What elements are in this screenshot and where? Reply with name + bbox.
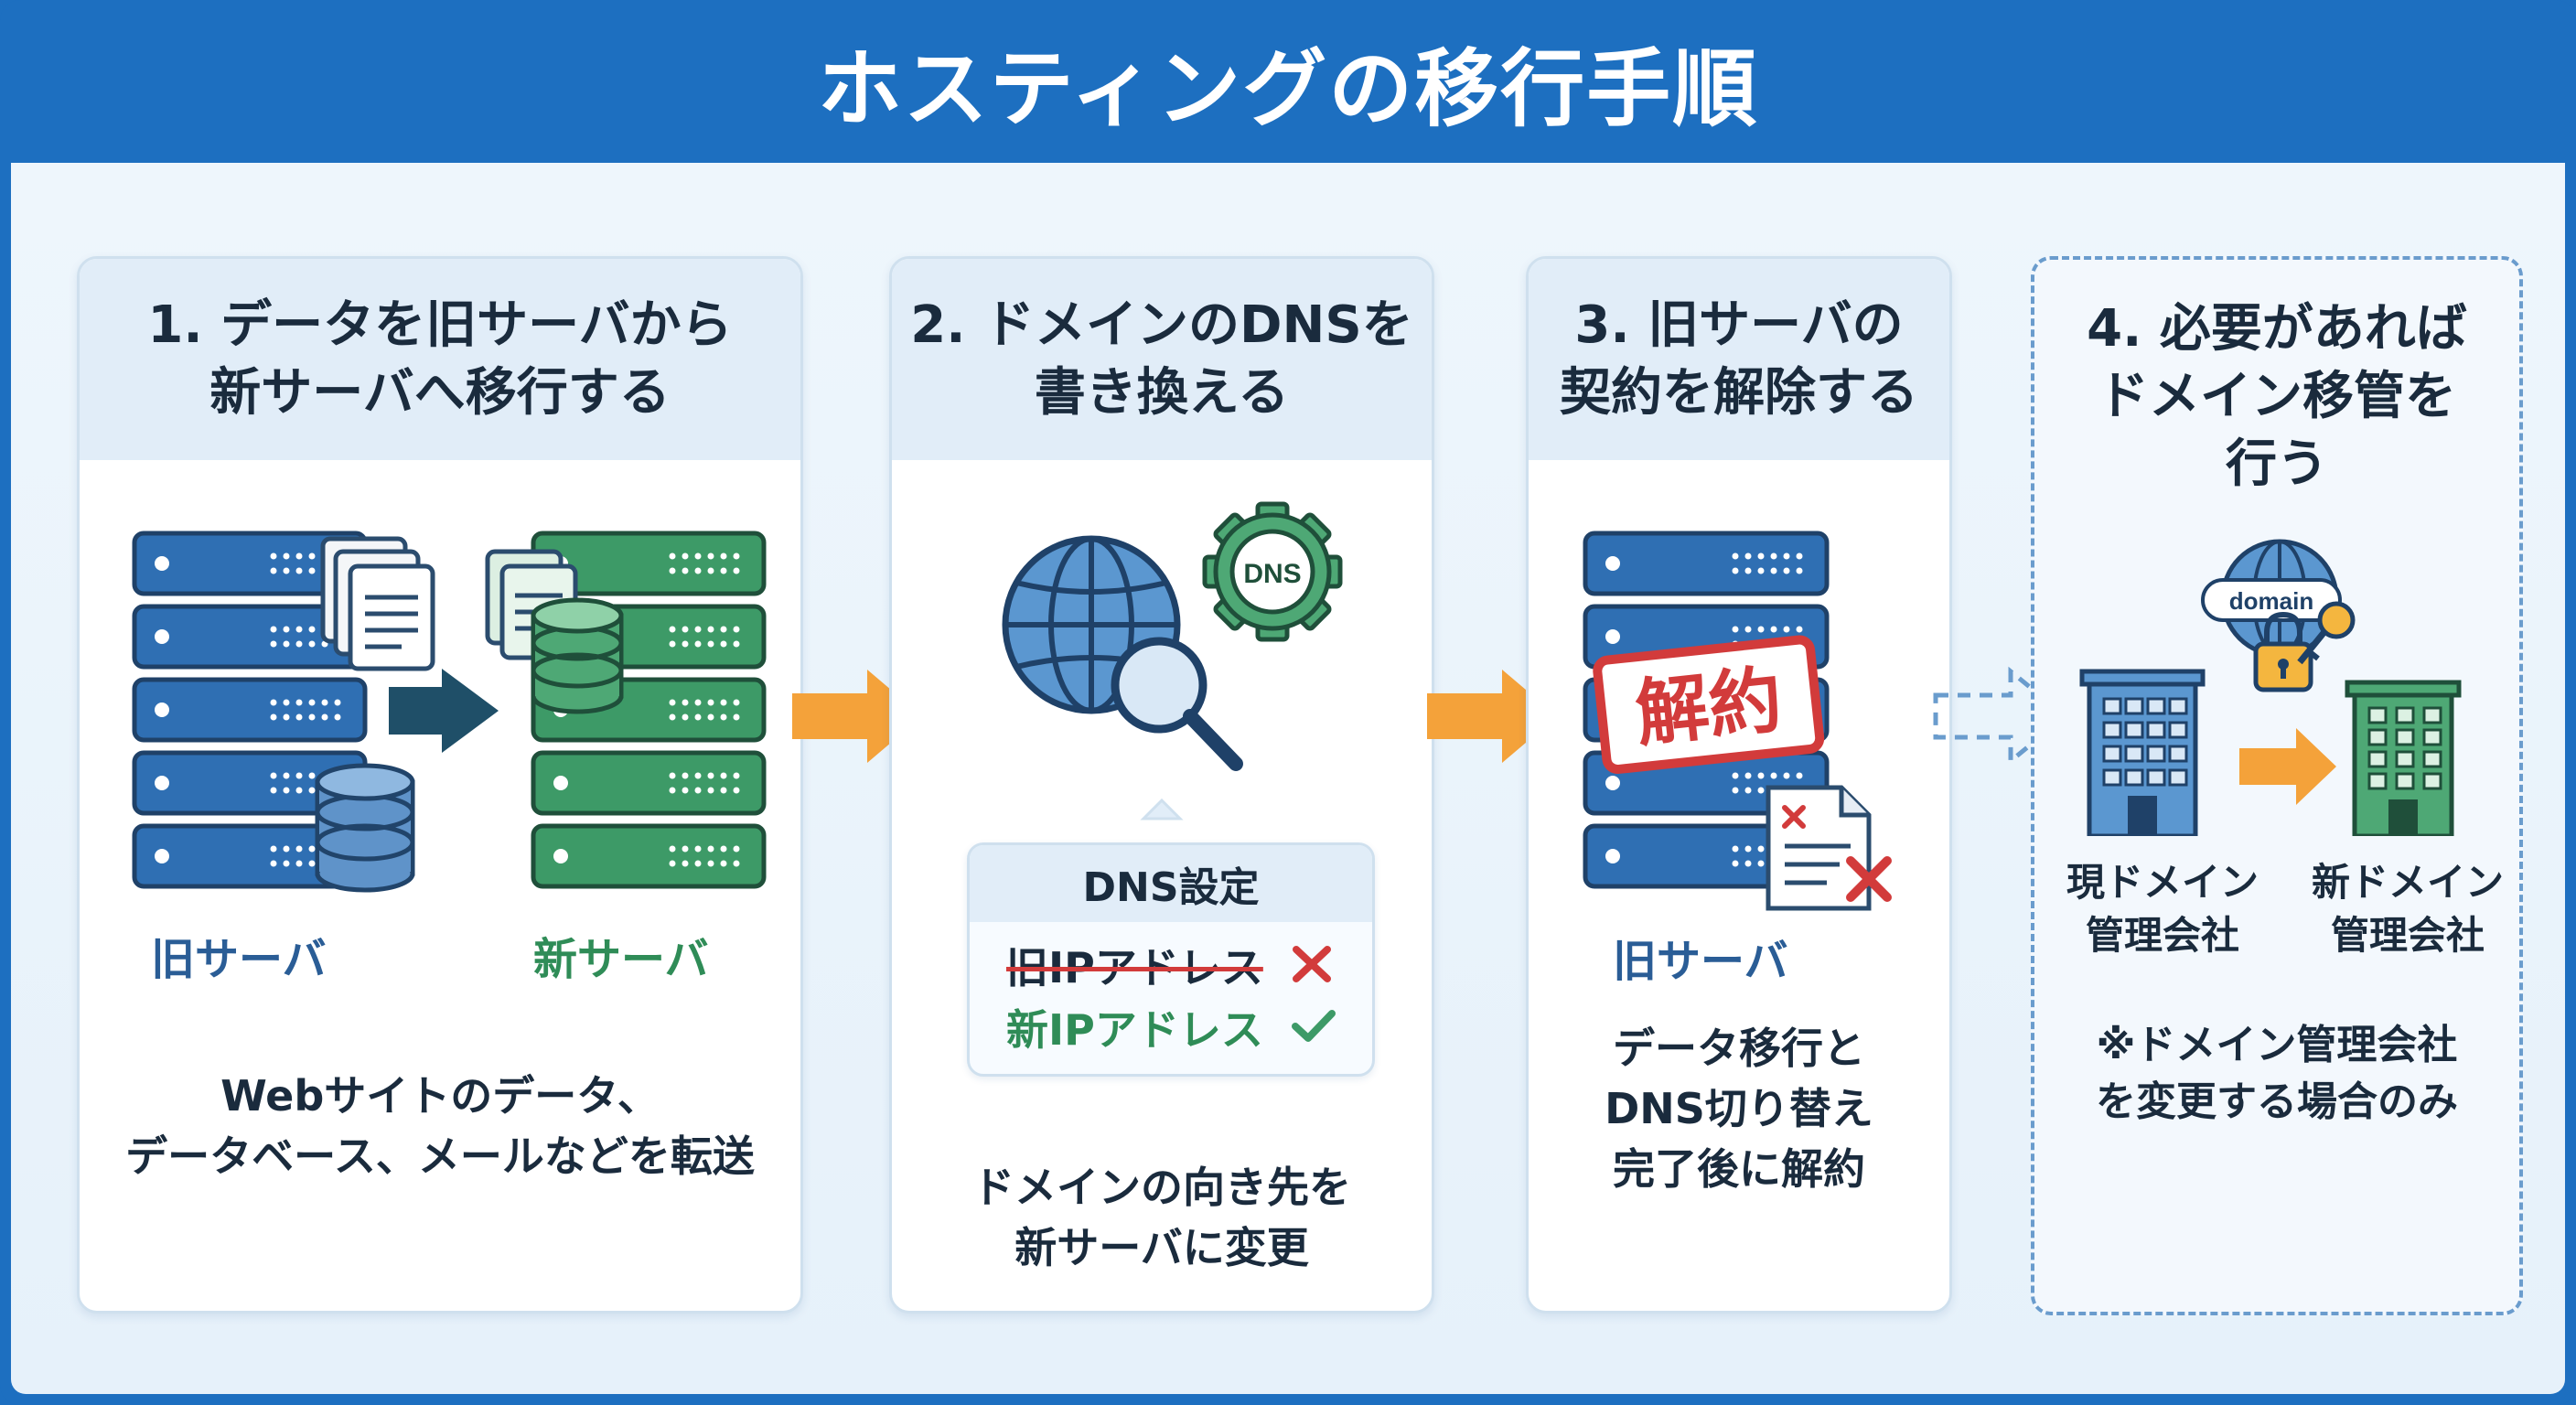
domain-tag-label: domain [2229, 587, 2313, 615]
new-registrar-line-1: 新ドメイン [2311, 860, 2504, 905]
dns-settings-title: DNS設定 [970, 845, 1372, 922]
new-ip-row: 新IPアドレス [1006, 997, 1336, 1057]
step-3-illustration: 解約 [1583, 531, 1892, 911]
step-2-title-line-1: 2. ドメインのDNSを [910, 295, 1413, 355]
current-registrar-line-2: 管理会社 [2085, 913, 2239, 958]
magnifier-icon [1111, 637, 1243, 771]
cancel-stamp-label: 解約 [1632, 657, 1787, 756]
new-registrar-building-icon [2345, 680, 2462, 836]
step-3-card: 3. 旧サーバの 契約を解除する 解約 [1526, 256, 1952, 1314]
lock-icon [2253, 611, 2313, 692]
step-4-card: 4. 必要があれば ドメイン移管を 行う domain [2031, 256, 2523, 1315]
new-server-rack-unit [531, 750, 767, 816]
dns-gear-label: DNS [1243, 559, 1301, 589]
step-2-desc-line-1: ドメインの向き先を [972, 1163, 1351, 1212]
new-server-rack-unit [531, 823, 767, 889]
step-4-title-line-2: ドメイン移管を [2097, 367, 2456, 426]
steps-canvas: 1. データを旧サーバから 新サーバへ移行する [11, 163, 2565, 1394]
step-3-title-line-2: 契約を解除する [1560, 363, 1918, 423]
step-1-title-line-1: 1. データを旧サーバから [147, 295, 733, 355]
new-ip-label: 新IPアドレス [1006, 1005, 1263, 1055]
new-server-label: 新サーバ [533, 934, 709, 985]
step-3-description: データ移行と DNS切り替え 完了後に解約 [1529, 1018, 1949, 1199]
step-3-header: 3. 旧サーバの 契約を解除する [1529, 259, 1949, 460]
step-2-header: 2. ドメインのDNSを 書き換える [892, 259, 1432, 460]
step-4-note-line-2: を変更する場合のみ [2096, 1078, 2458, 1125]
step-2-illustration: DNS [1002, 501, 1343, 820]
new-server-icon [531, 531, 767, 889]
step-1-header: 1. データを旧サーバから 新サーバへ移行する [80, 259, 800, 460]
cancel-x-icon [1846, 856, 1892, 902]
step-3-title: 3. 旧サーバの 契約を解除する [1560, 292, 1918, 427]
new-registrar-line-2: 管理会社 [2330, 913, 2485, 958]
dns-gear-icon: DNS [1202, 501, 1343, 642]
step-1-illustration [132, 531, 767, 893]
old-server-rack-unit [1583, 531, 1830, 596]
cancel-stamp: 解約 [1593, 635, 1825, 774]
step-4-note-line-1: ※ドメイン管理会社 [2096, 1022, 2458, 1068]
step-4-note: ※ドメイン管理会社 を変更する場合のみ [2034, 1017, 2519, 1131]
transfer-arrow-icon [2239, 728, 2336, 805]
documents-icon [320, 536, 435, 671]
step-3-title-line-1: 3. 旧サーバの [1574, 295, 1904, 355]
cross-icon [1291, 943, 1333, 992]
step-4-title: 4. 必要があれば ドメイン移管を 行う [2087, 295, 2467, 499]
step-1-title-line-2: 新サーバへ移行する [209, 363, 671, 423]
step-1-title: 1. データを旧サーバから 新サーバへ移行する [147, 292, 732, 427]
step-1-description: Webサイトのデータ、 データベース、メールなどを転送 [80, 1066, 800, 1186]
step-2-title-line-2: 書き換える [1034, 363, 1290, 423]
new-registrar-label: 新ドメイン 管理会社 [2289, 856, 2519, 962]
step-4-header: 4. 必要があれば ドメイン移管を 行う [2034, 260, 2519, 534]
old-ip-label: 旧IPアドレス [1006, 943, 1263, 992]
step-4-illustration: domain [2079, 539, 2462, 836]
new-database-icon [531, 597, 624, 714]
old-server-rack-unit [132, 750, 368, 816]
step-3-desc-line-2: DNS切り替え [1605, 1084, 1873, 1133]
old-ip-row: 旧IPアドレス [1006, 935, 1333, 995]
page-title: ホスティングの移行手順 [817, 39, 1759, 138]
step-3-desc-line-1: データ移行と [1613, 1024, 1865, 1073]
old-server-icon [132, 531, 368, 889]
step-4-title-line-1: 4. 必要があれば [2087, 299, 2467, 359]
check-icon [1291, 1005, 1336, 1055]
step-4-title-line-3: 行う [2225, 434, 2328, 494]
step-2-desc-line-2: 新サーバに変更 [1014, 1223, 1309, 1272]
step-3-server-label: 旧サーバ [1613, 936, 1788, 987]
old-server-label: 旧サーバ [151, 934, 327, 985]
step-2-card: 2. ドメインのDNSを 書き換える [889, 256, 1434, 1314]
old-database-icon [315, 763, 415, 893]
step-1-card: 1. データを旧サーバから 新サーバへ移行する [77, 256, 803, 1314]
current-registrar-line-1: 現ドメイン [2066, 860, 2259, 905]
transfer-arrow-icon [389, 669, 499, 753]
title-bar: ホスティングの移行手順 [0, 0, 2576, 163]
step-1-desc-line-2: データベース、メールなどを転送 [125, 1132, 755, 1181]
key-icon [2297, 601, 2356, 665]
step-3-desc-line-3: 完了後に解約 [1613, 1144, 1865, 1194]
contract-document-icon [1766, 785, 1872, 911]
domain-globe-icon: domain [2201, 539, 2342, 658]
step-2-title: 2. ドメインのDNSを 書き換える [910, 292, 1412, 427]
current-registrar-label: 現ドメイン 管理会社 [2044, 856, 2281, 962]
step-1-desc-line-1: Webサイトのデータ、 [220, 1071, 660, 1121]
current-registrar-building-icon [2079, 669, 2206, 836]
dns-settings-panel: DNS設定 旧IPアドレス 新IPアドレス [967, 842, 1375, 1077]
old-server-rack-unit [132, 677, 368, 743]
step-2-description: ドメインの向き先を 新サーバに変更 [892, 1157, 1432, 1278]
